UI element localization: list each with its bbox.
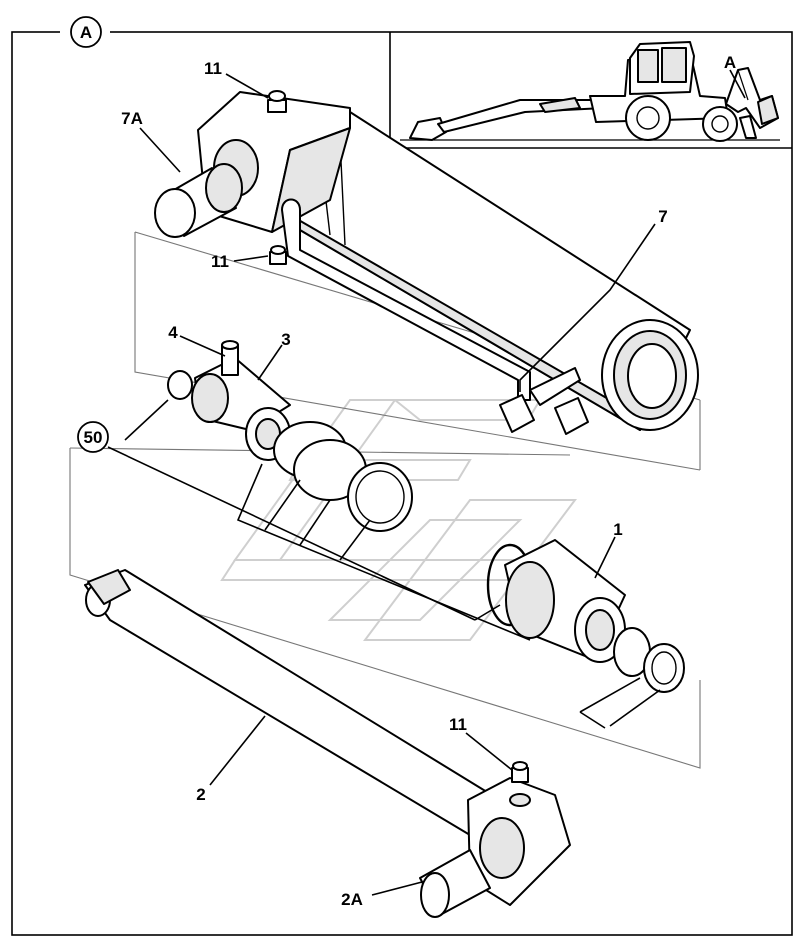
callout-4: 4 [168,323,178,342]
callout-1: 1 [613,520,622,539]
detail-marker: A [60,16,110,48]
callout-2: 2 [196,785,205,804]
callout-7A: 7A [121,109,143,128]
callout-7: 7 [658,207,667,226]
hydraulic-pipe [281,198,589,435]
leader-2 [209,715,266,786]
backhoe-loader-illustration [400,41,780,142]
leader-2A [371,881,423,896]
piston-rod [84,569,501,839]
grease-nipple-bottom [511,761,529,783]
callout-3: 3 [281,330,290,349]
grease-nipple-top [267,90,287,113]
leader-3 [257,344,283,381]
leader-7A [139,127,181,173]
leader-4 [179,335,226,357]
leader-11-top [225,73,269,99]
callout-50: 50 [77,421,109,453]
leader-11-middle [233,255,269,262]
gland-assembly [486,539,685,693]
inset-view-label: A [724,53,736,72]
rod-eye [419,777,571,918]
callout-11-top: 11 [204,59,222,78]
leader-1 [594,536,616,579]
seal-kit-bracket [107,399,661,729]
piston-assembly [167,340,413,532]
barrel-head-block [154,91,351,238]
inset-backhoe-view: A [389,32,792,149]
svg-text:A: A [80,23,92,42]
diagram-frame [11,31,793,936]
callout-2A: 2A [341,890,363,909]
grease-nipple-middle [269,245,287,265]
inset-leader [729,69,746,99]
callout-11-bottom: 11 [449,715,467,734]
svg-text:50: 50 [84,428,103,447]
leader-7 [519,223,656,392]
callout-11-middle: 11 [211,252,229,271]
cylinder-barrel [279,111,699,431]
leader-11-bottom [465,732,513,771]
